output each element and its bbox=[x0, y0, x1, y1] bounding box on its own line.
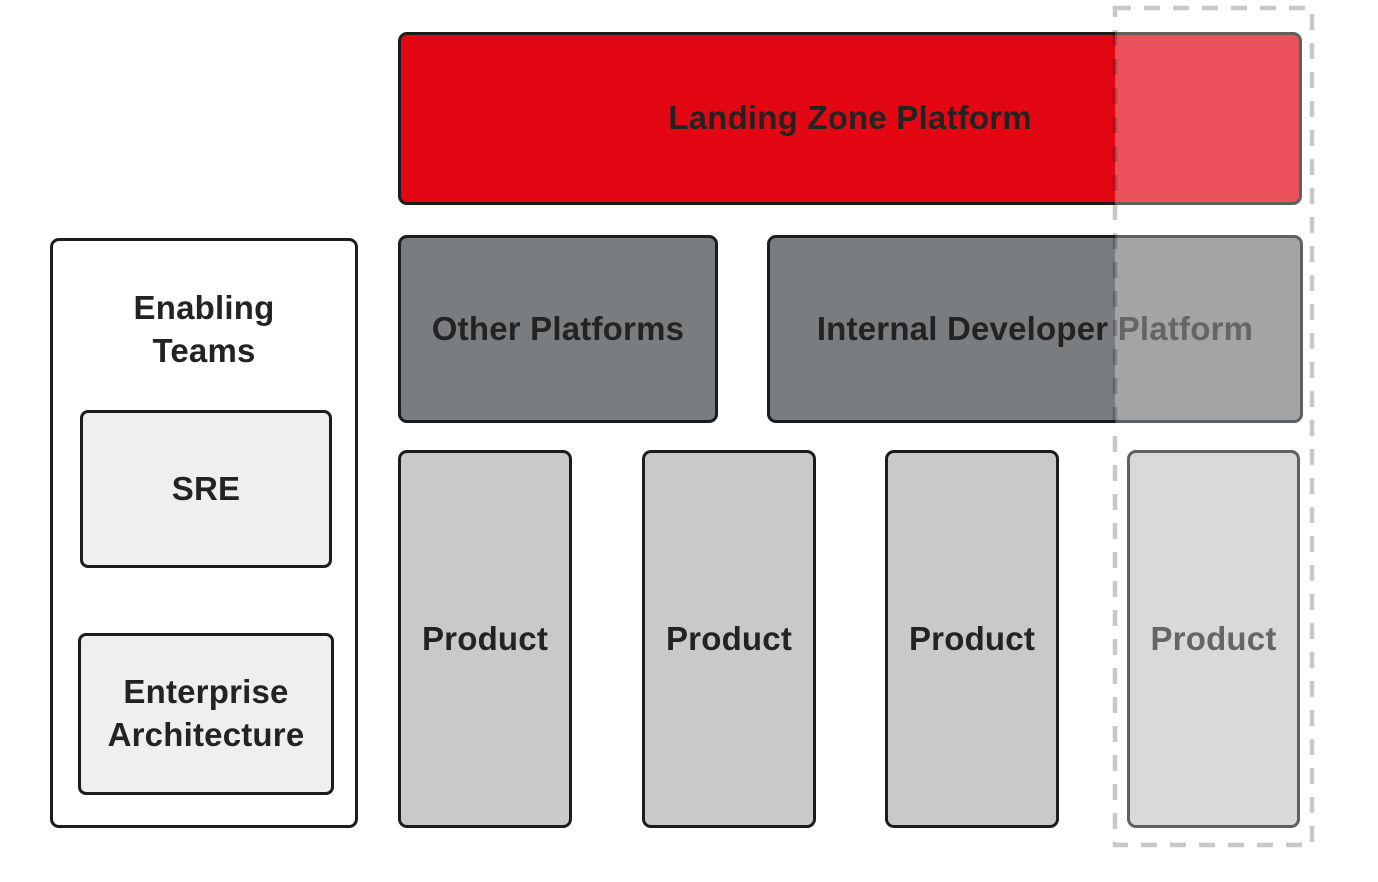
product-box: Product bbox=[642, 450, 816, 828]
enabling-teams-title: Enabling Teams bbox=[133, 289, 275, 369]
product-label: Product bbox=[665, 619, 793, 657]
product-label: Product bbox=[908, 619, 1036, 657]
landing-zone-platform-label: Landing Zone Platform bbox=[668, 99, 1032, 137]
enterprise-architecture-box: Enterprise Architecture bbox=[78, 633, 334, 795]
landing-zone-platform-box: Landing Zone Platform bbox=[398, 32, 1302, 205]
product-box: Product bbox=[885, 450, 1059, 828]
enabling-teams-box: Enabling Teams SRE Enterprise Architectu… bbox=[50, 238, 358, 828]
internal-developer-platform-box: Internal Developer Platform bbox=[767, 235, 1303, 423]
internal-developer-platform-label: Internal Developer Platform bbox=[816, 309, 1254, 347]
sre-box: SRE bbox=[80, 410, 332, 568]
other-platforms-label: Other Platforms bbox=[431, 309, 685, 347]
product-label: Product bbox=[1150, 619, 1277, 657]
product-box: Product bbox=[398, 450, 572, 828]
product-box-highlighted: Product bbox=[1127, 450, 1300, 828]
enterprise-architecture-label: Enterprise Architecture bbox=[107, 673, 305, 753]
sre-label: SRE bbox=[171, 469, 241, 507]
other-platforms-box: Other Platforms bbox=[398, 235, 718, 423]
product-label: Product bbox=[421, 619, 549, 657]
